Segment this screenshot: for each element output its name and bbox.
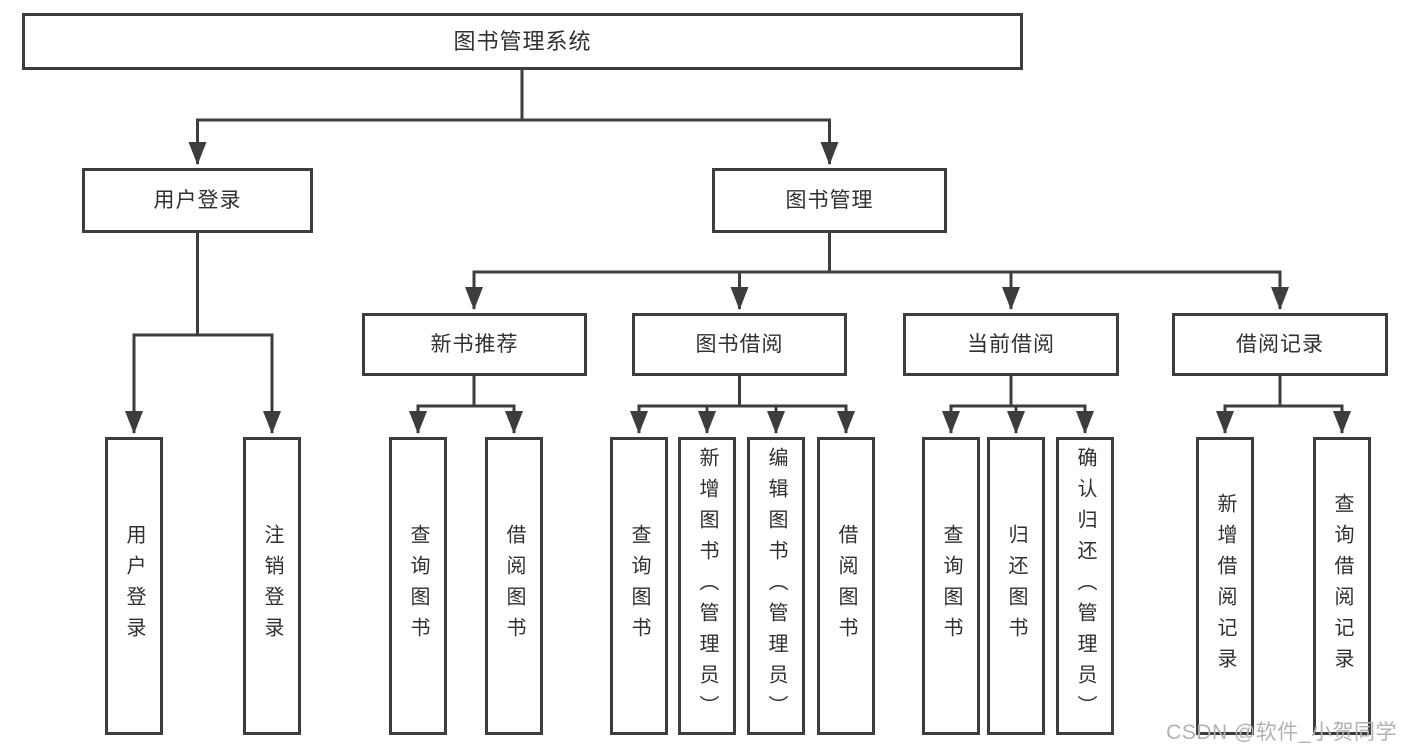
leaf-query-books-current: 查询图书 xyxy=(922,437,980,735)
leaf-borrow-books: 借阅图书 xyxy=(817,437,875,735)
node-label: 新增图书（管理员） xyxy=(696,446,718,726)
node-label: 注销登录 xyxy=(261,524,283,648)
node-library-management-system: 图书管理系统 xyxy=(22,13,1023,70)
node-user-login: 用户登录 xyxy=(82,168,313,233)
node-book-borrow: 图书借阅 xyxy=(632,313,847,376)
node-label: 图书管理系统 xyxy=(453,28,592,54)
node-label: 借阅记录 xyxy=(1236,333,1324,356)
leaf-user-login: 用户登录 xyxy=(105,437,163,735)
node-current-borrow: 当前借阅 xyxy=(903,313,1119,376)
node-new-book-recommend: 新书推荐 xyxy=(362,313,587,376)
node-label: 查询图书 xyxy=(628,524,650,648)
leaf-add-borrow-record: 新增借阅记录 xyxy=(1196,437,1254,735)
node-label: 编辑图书（管理员） xyxy=(765,446,787,726)
leaf-add-books-admin: 新增图书（管理员） xyxy=(678,437,736,735)
leaf-return-books: 归还图书 xyxy=(987,437,1045,735)
node-label: 图书借阅 xyxy=(695,333,784,356)
leaf-logout: 注销登录 xyxy=(243,437,301,735)
node-label: 确认归还（管理员） xyxy=(1074,446,1096,726)
node-label: 查询图书 xyxy=(407,524,429,648)
node-label: 借阅图书 xyxy=(835,524,857,648)
node-book-management: 图书管理 xyxy=(712,168,947,233)
node-label: 借阅图书 xyxy=(503,524,525,648)
node-label: 归还图书 xyxy=(1005,524,1027,648)
leaf-edit-books-admin: 编辑图书（管理员） xyxy=(747,437,805,735)
node-label: 图书管理 xyxy=(785,189,874,212)
leaf-query-borrow-record: 查询借阅记录 xyxy=(1313,437,1371,735)
node-borrow-records: 借阅记录 xyxy=(1172,313,1388,376)
leaf-query-books-recommend: 查询图书 xyxy=(389,437,447,735)
leaf-query-books-borrow: 查询图书 xyxy=(610,437,668,735)
csdn-watermark: CSDN @软件_小贺同学 xyxy=(1166,721,1397,744)
node-label: 新书推荐 xyxy=(430,333,519,356)
node-label: 用户登录 xyxy=(153,189,242,212)
leaf-confirm-return-admin: 确认归还（管理员） xyxy=(1056,437,1114,735)
node-label: 新增借阅记录 xyxy=(1214,493,1236,679)
node-label: 查询借阅记录 xyxy=(1331,493,1353,679)
node-label: 用户登录 xyxy=(123,524,145,648)
leaf-borrow-books-recommend: 借阅图书 xyxy=(485,437,543,735)
node-label: 当前借阅 xyxy=(967,333,1055,356)
node-label: 查询图书 xyxy=(940,524,962,648)
